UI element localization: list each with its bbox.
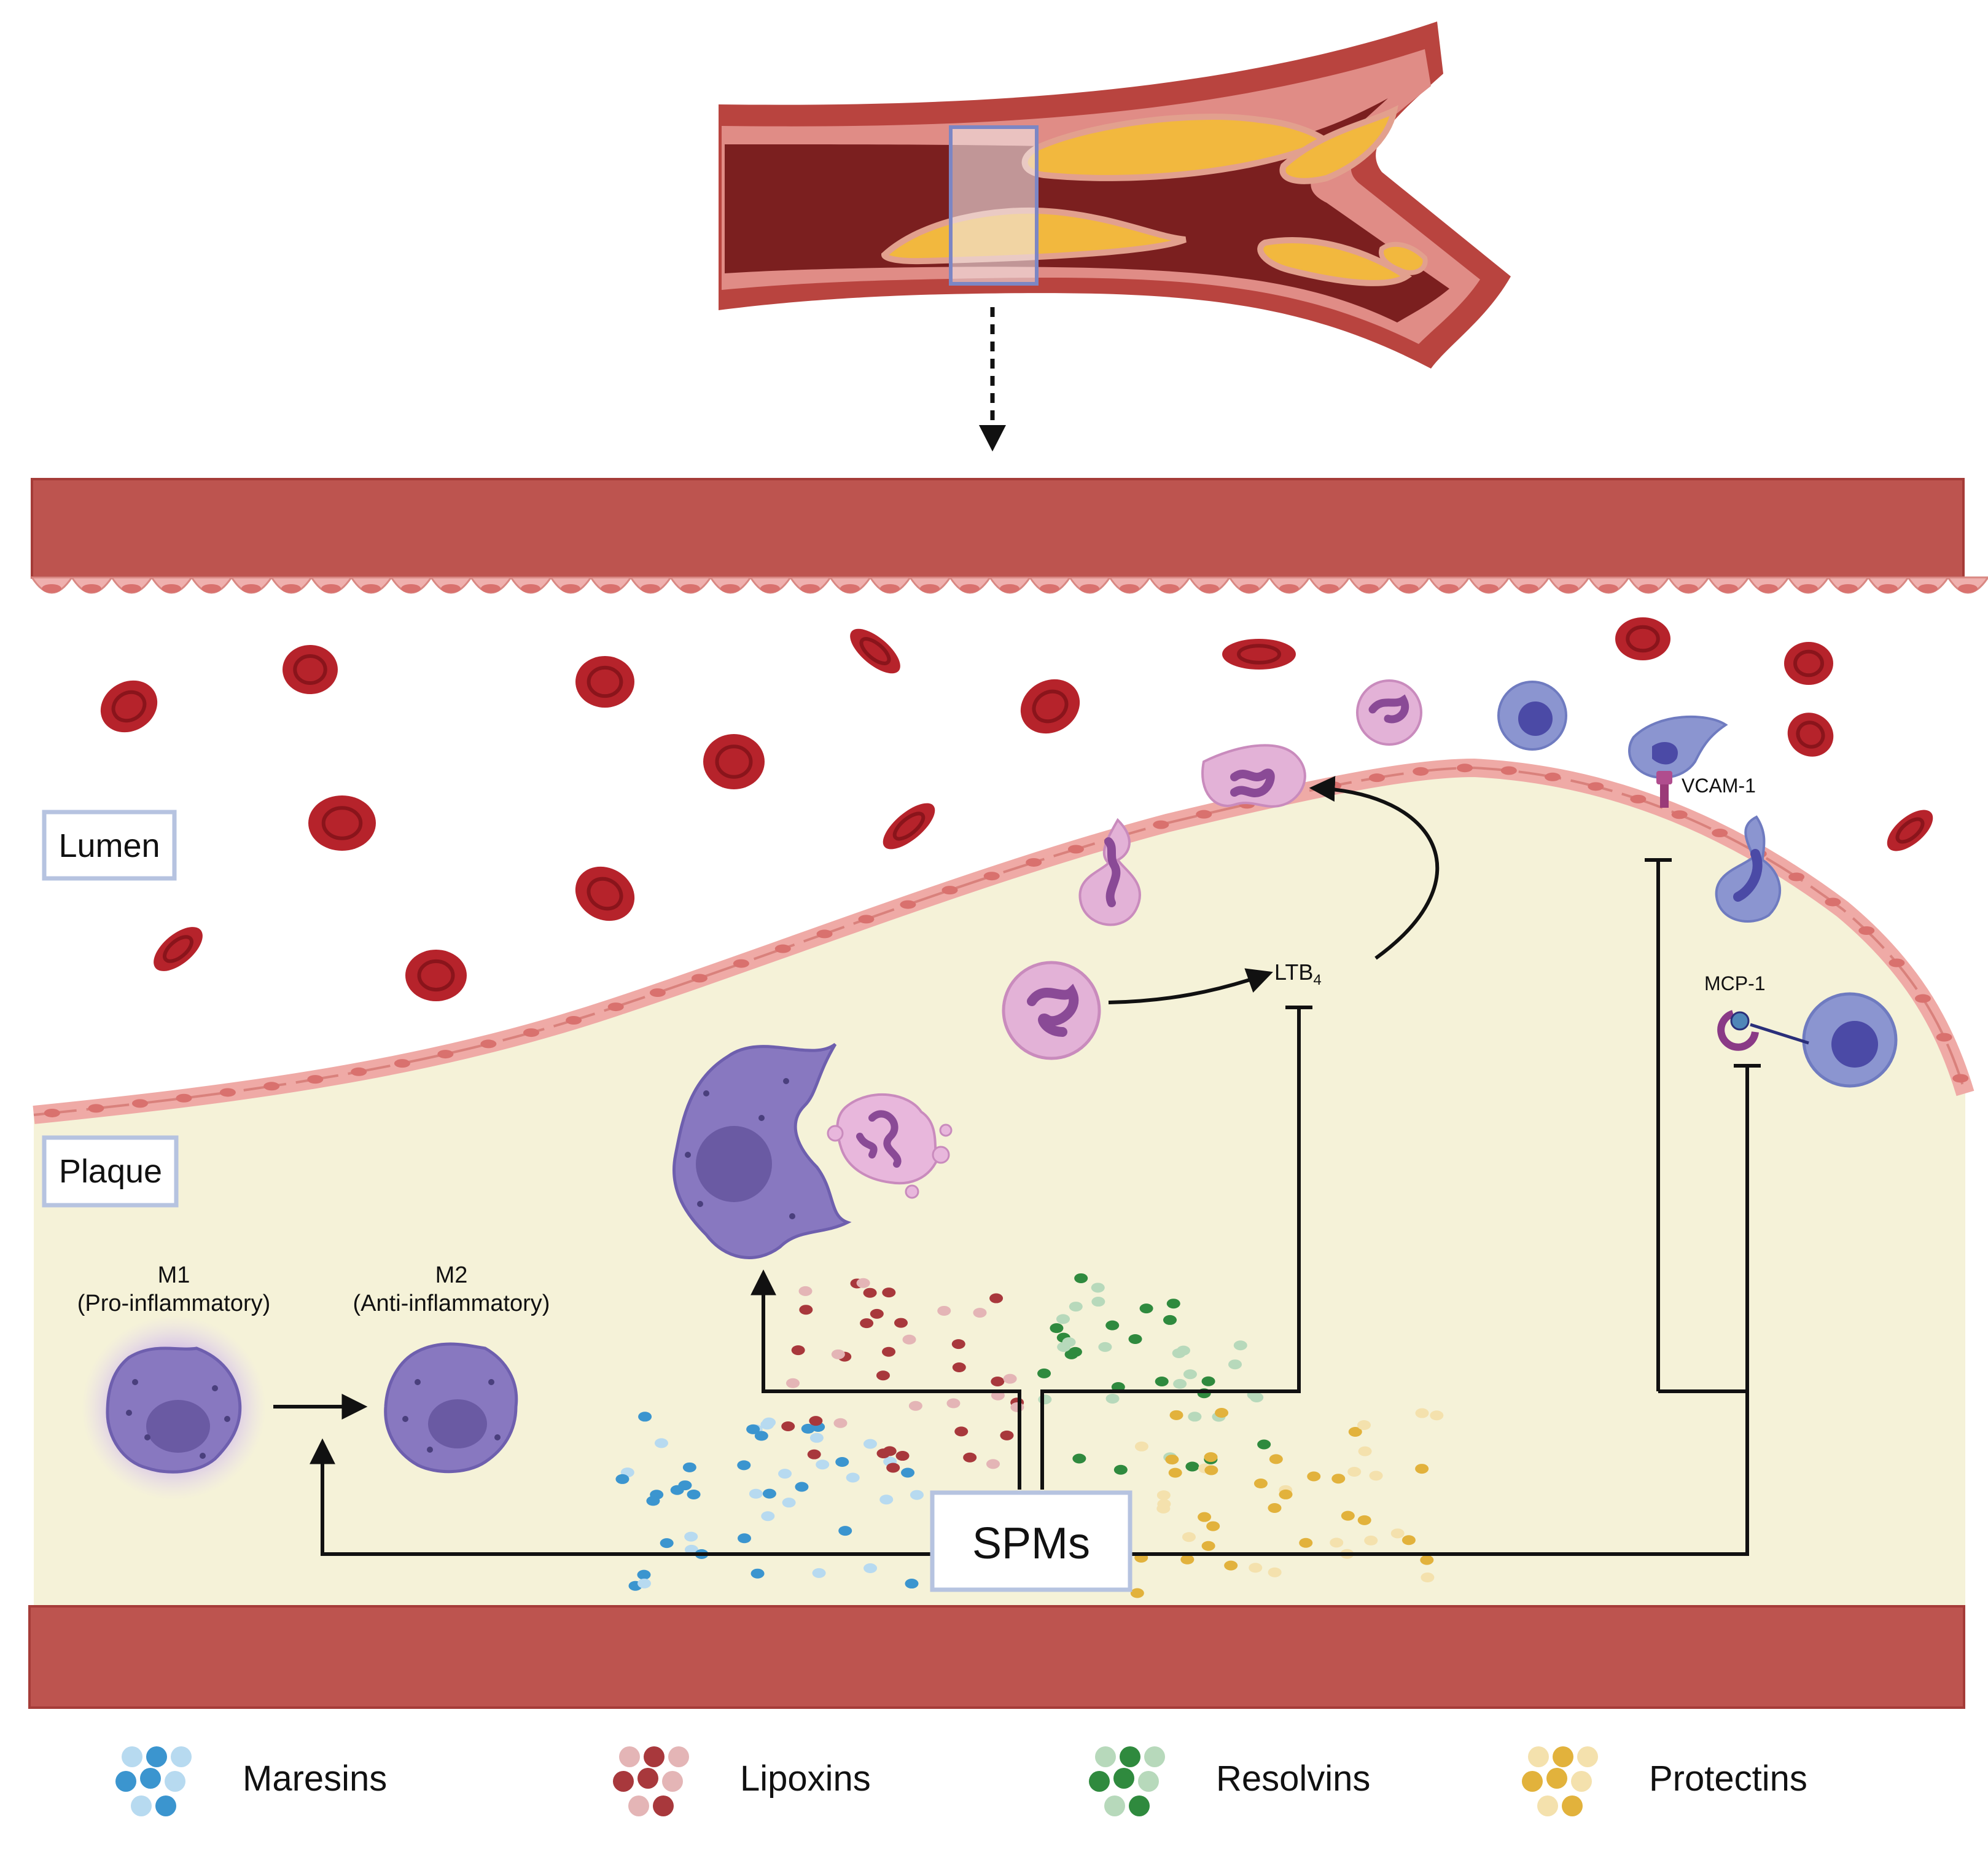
neutrophil-plaque [1002, 961, 1101, 1060]
legend-maresins-label: Maresins [243, 1759, 387, 1799]
artery-plaque-branch [1379, 241, 1428, 275]
vcam-1-receptor [1656, 771, 1672, 808]
artery-plaque-upper-right [1279, 104, 1398, 184]
monocyte-plaque [1802, 992, 1898, 1088]
mcp-1-receptor [1717, 1010, 1809, 1051]
neutrophil-adhering [1201, 744, 1306, 808]
legend-item-lipoxins: Lipoxins [613, 1746, 871, 1816]
m2-sublabel: (Anti-inflammatory) [353, 1291, 550, 1316]
artery-plaque-lower-right [1257, 237, 1413, 286]
legend-item-maresins: Maresins [115, 1746, 387, 1816]
legend: Maresins Lipoxins Resolvins Protectins [115, 1746, 1807, 1816]
legend-item-resolvins: Resolvins [1089, 1746, 1370, 1816]
m2-macrophage [384, 1342, 518, 1474]
m1-label: M1 [158, 1262, 190, 1288]
monocyte-rolling [1628, 715, 1728, 779]
vessel-wall-top [31, 478, 1965, 579]
legend-protectins-label: Protectins [1649, 1759, 1807, 1799]
legend-item-protectins: Protectins [1522, 1746, 1807, 1816]
top-endothelium [30, 576, 1988, 594]
zoom-selection-box [949, 125, 1039, 286]
monocyte-lumen [1497, 681, 1567, 751]
neutrophil-transmigrating [1078, 818, 1141, 926]
red-blood-cells [100, 617, 1933, 1001]
plaque-label: Plaque [59, 1153, 162, 1190]
lumen-label-box: Lumen [42, 810, 177, 881]
neutrophil-lumen [1356, 679, 1422, 746]
legend-lipoxins-icon [613, 1746, 689, 1816]
monocyte-transmigrating [1715, 815, 1781, 923]
ltb4-label: LTB4 [1274, 959, 1322, 988]
m1-macrophage [82, 1316, 266, 1500]
plaque-label-box: Plaque [42, 1135, 179, 1208]
m1-sublabel: (Pro-inflammatory) [77, 1291, 271, 1316]
artery-illustration [719, 21, 1511, 369]
plaque-endothelium-nuclei [44, 764, 1969, 1117]
mcp-1-label: MCP-1 [1704, 972, 1766, 994]
m2-label: M2 [435, 1262, 468, 1288]
vcam-1-label: VCAM-1 [1682, 775, 1756, 797]
spm-particles [615, 1273, 1444, 1598]
legend-resolvins-icon [1089, 1746, 1165, 1816]
spms-label: SPMs [972, 1519, 1090, 1568]
legend-resolvins-label: Resolvins [1216, 1759, 1370, 1799]
legend-protectins-icon [1522, 1746, 1598, 1816]
spms-box: SPMs [930, 1490, 1132, 1592]
legend-maresins-icon [115, 1746, 192, 1816]
legend-lipoxins-label: Lipoxins [740, 1759, 871, 1799]
apoptotic-neutrophil [827, 1093, 953, 1199]
vessel-wall-bottom [28, 1605, 1965, 1709]
zoom-arrow [979, 307, 1006, 451]
macrophage-granules [126, 1078, 795, 1459]
pathway-lines [273, 776, 1761, 1556]
lumen-label: Lumen [58, 827, 160, 864]
svg-text:LTB4: LTB4 [1274, 959, 1322, 988]
macrophage-phagocytosis [672, 1042, 852, 1259]
